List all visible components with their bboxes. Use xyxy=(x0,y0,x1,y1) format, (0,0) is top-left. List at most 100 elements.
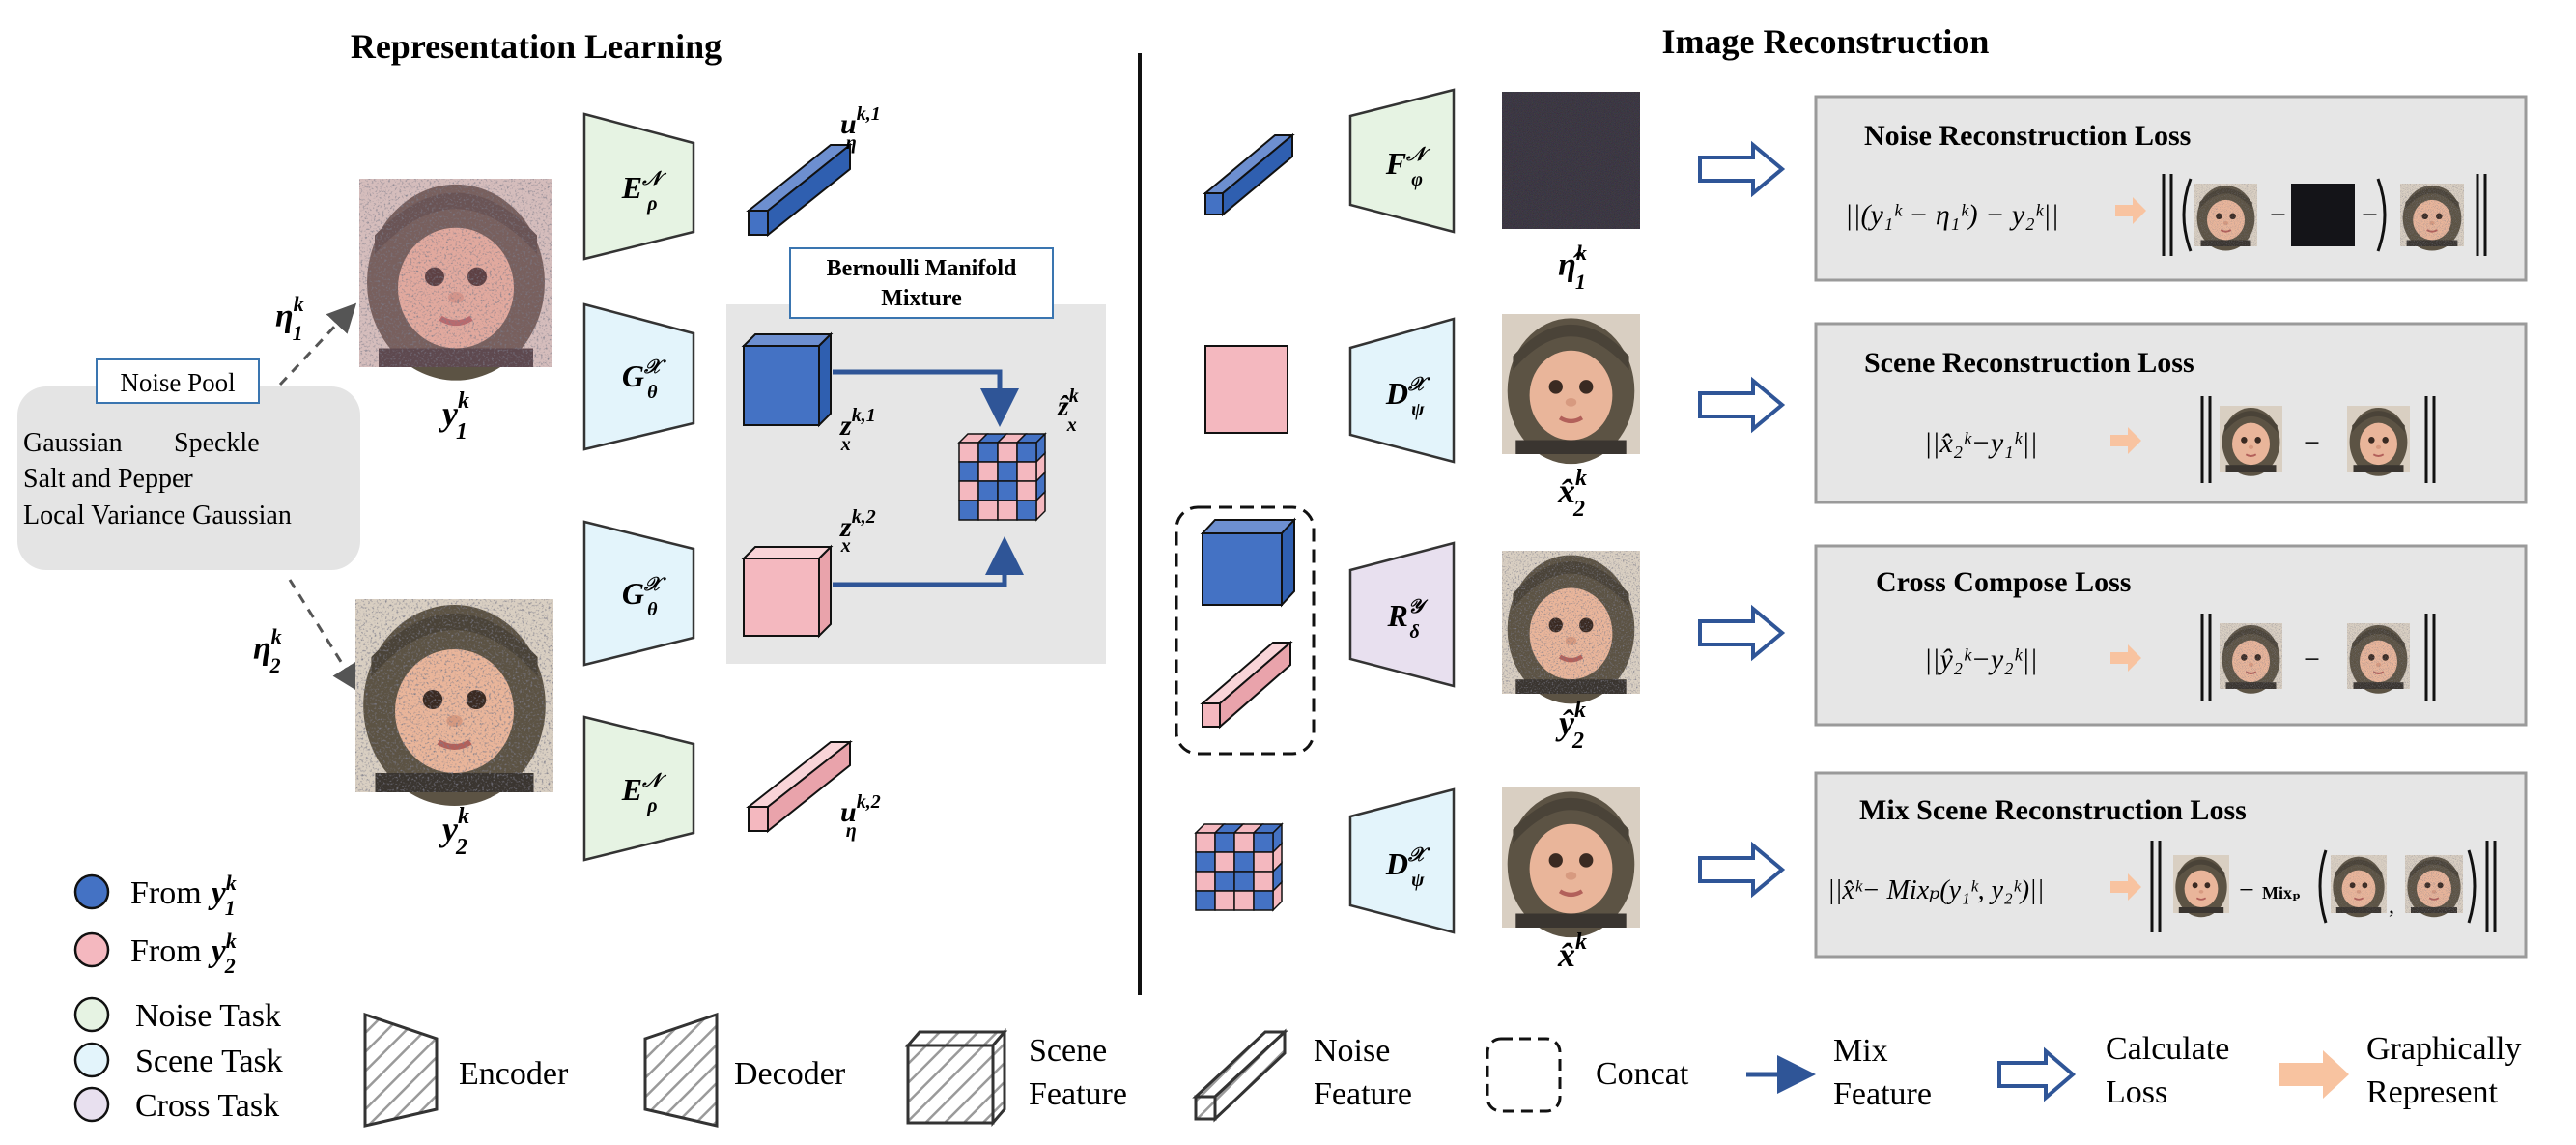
mix-op-label: Mixₚ xyxy=(2262,883,2301,902)
mixed-cube-cell xyxy=(1214,871,1235,892)
legend-scene-feature-2: Feature xyxy=(1029,1076,1127,1112)
legend-graph-1: Graphically xyxy=(2366,1031,2522,1067)
graph-arrow-4 xyxy=(2110,873,2141,901)
legend-cross-task: Cross Task xyxy=(135,1088,279,1124)
legend-noise-feature-2: Feature xyxy=(1314,1076,1412,1112)
noise-gaussian: Gaussian xyxy=(23,428,123,458)
noise-local-variance: Local Variance Gaussian xyxy=(23,501,292,530)
image-y2-noisy xyxy=(355,599,553,806)
bernoulli-title-box xyxy=(789,247,1054,319)
legend-graph-icon xyxy=(2279,1050,2349,1099)
mixed-cube-cell xyxy=(958,480,979,501)
legend-encoder: Encoder xyxy=(459,1056,569,1092)
encoder-G1 xyxy=(582,302,695,451)
mixed-cube-cell xyxy=(997,480,1018,501)
mixed-cube-cell xyxy=(958,461,979,482)
mix-arrow-z2 xyxy=(833,536,1024,587)
image-noise-eta1 xyxy=(1502,92,1640,229)
mixed-cube-cell xyxy=(977,442,999,463)
legend-noise-task: Noise Task xyxy=(135,998,281,1034)
svg-text:−: − xyxy=(2362,199,2378,231)
mixed-cube-cell xyxy=(1016,461,1037,482)
legend-encoder-icon xyxy=(363,1012,439,1128)
legend-noise-feature-1: Noise xyxy=(1314,1033,1390,1069)
mixed-cube-cell xyxy=(1195,890,1216,911)
mixed-cube-cell xyxy=(1195,871,1216,892)
mixed-cube-cell xyxy=(977,461,999,482)
legend-mix-2: Feature xyxy=(1833,1076,1932,1112)
decoder-R xyxy=(1348,541,1456,688)
image-y1-noisy xyxy=(359,179,552,381)
image-x-hat-mixed xyxy=(1502,787,1640,937)
mixed-cube-cell xyxy=(1016,500,1037,521)
loss-title-cross: Cross Compose Loss xyxy=(1876,566,2131,598)
legend-concat-icon xyxy=(1486,1037,1562,1113)
mixed-cube-cell xyxy=(1253,871,1274,892)
mixed-cube-cell xyxy=(1233,832,1255,853)
svg-text:−: − xyxy=(2304,427,2320,459)
mixed-cube-cell xyxy=(997,461,1018,482)
mixed-cube-cell xyxy=(958,442,979,463)
mixed-cube-cell xyxy=(1233,851,1255,873)
noise-salt-pepper: Salt and Pepper xyxy=(23,464,193,494)
noise-feature-u1 xyxy=(746,142,853,238)
graph-arrow-3 xyxy=(2110,644,2141,672)
calc-arrow-3 xyxy=(1698,604,1786,662)
mixed-cube-cell xyxy=(1253,890,1274,911)
mixed-cube-cell xyxy=(958,500,979,521)
decoder-D1 xyxy=(1348,317,1456,464)
mixed-cube-cell xyxy=(1195,851,1216,873)
calc-arrow-4 xyxy=(1698,841,1786,899)
legend-noise-task-dot xyxy=(73,996,110,1033)
mixed-cube-cell xyxy=(1233,871,1255,892)
legend-mix-1: Mix xyxy=(1833,1033,1888,1069)
bernoulli-title-line1: Bernoulli Manifold xyxy=(827,256,1017,281)
legend-blue-dot xyxy=(73,873,110,910)
loss-formula-mix: ||x̂ᵏ− Mixₚ(y₁ᵏ, y₂ᵏ)|| xyxy=(1827,875,2044,905)
encoder-G2 xyxy=(582,520,695,667)
calc-arrow-1 xyxy=(1698,140,1786,198)
loss-box-mix: Mix Scene Reconstruction Loss ||x̂ᵏ− Mix… xyxy=(1814,771,2528,959)
mixed-cube-cell xyxy=(977,500,999,521)
legend-calc-2: Loss xyxy=(2106,1074,2167,1110)
noise-pool-title: Noise Pool xyxy=(120,368,235,397)
legend-cross-task-dot xyxy=(73,1086,110,1123)
encoder-E1 xyxy=(582,112,695,261)
legend-concat: Concat xyxy=(1596,1056,1689,1092)
legend-scene-task-dot xyxy=(73,1042,110,1078)
legend-decoder: Decoder xyxy=(734,1056,846,1092)
mixed-cube-cell xyxy=(1253,832,1274,853)
legend-calc-icon xyxy=(1997,1046,2077,1102)
scene-feature-right-pink xyxy=(1204,345,1288,434)
loss-box-noise: Noise Reconstruction Loss ||(y₁ᵏ − η₁ᵏ) … xyxy=(1814,95,2528,282)
mixed-cube-cell xyxy=(997,500,1018,521)
title-image-reconstruction: Image Reconstruction xyxy=(1662,22,1990,61)
legend-scene-feature-icon xyxy=(904,1027,1008,1128)
concat-noise-feature xyxy=(1200,640,1293,730)
mixed-cube-cell xyxy=(1253,851,1274,873)
mixed-cube-cell xyxy=(1214,832,1235,853)
graph-arrow-1 xyxy=(2115,197,2146,224)
mixed-cube-cell xyxy=(1233,890,1255,911)
noise-pool: Noise Pool Gaussian Speckle Salt and Pep… xyxy=(17,358,360,570)
concat-scene-feature xyxy=(1200,517,1297,608)
loss-formula-noise: ||(y₁ᵏ − η₁ᵏ) − y₂ᵏ|| xyxy=(1845,199,2059,231)
noise-feature-right xyxy=(1203,132,1295,217)
mixed-feature-right xyxy=(1194,822,1284,912)
noise-pool-title-box xyxy=(96,358,260,404)
mixed-feature-zhat xyxy=(957,432,1047,522)
encoder-E2 xyxy=(582,715,695,862)
svg-text:−: − xyxy=(2304,644,2320,675)
